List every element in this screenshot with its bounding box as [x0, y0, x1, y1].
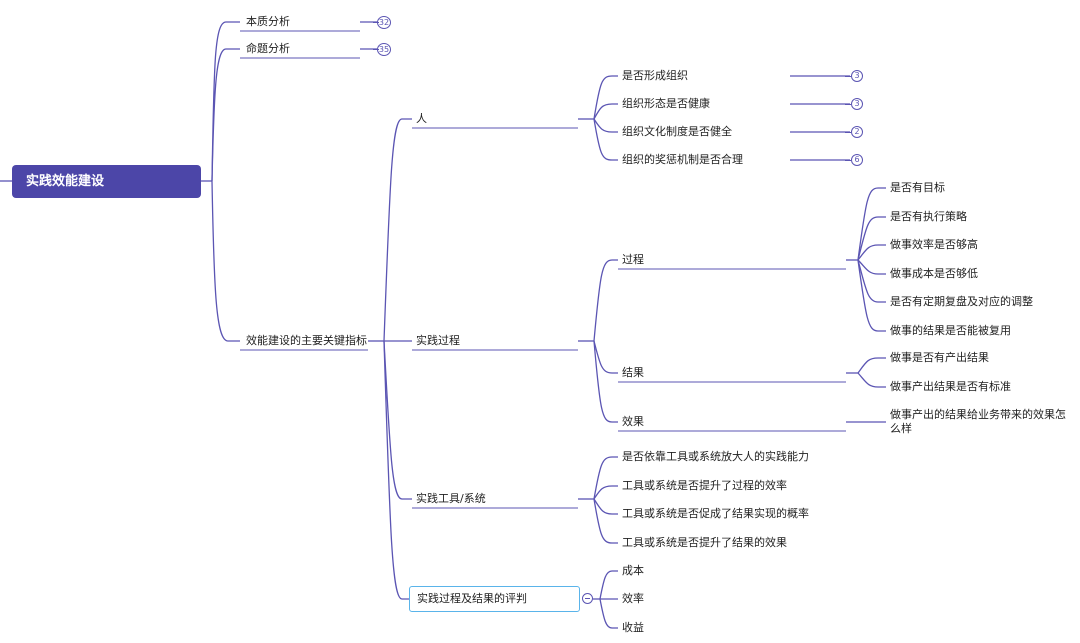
connector-n3-tools	[383, 340, 412, 500]
node-jieguo[interactable]: 结果	[622, 366, 644, 379]
node-ren-item[interactable]: 是否形成组织	[622, 69, 688, 82]
node-tools-item[interactable]: 工具或系统是否促成了结果实现的概率	[622, 507, 809, 520]
node-eval-item[interactable]: 成本	[622, 564, 644, 577]
node-guocheng-item[interactable]: 做事的结果是否能被复用	[890, 324, 1011, 337]
connector-process-guocheng	[593, 259, 618, 342]
node-eval-item[interactable]: 效率	[622, 592, 644, 605]
node-tools-item[interactable]: 是否依靠工具或系统放大人的实践能力	[622, 450, 809, 463]
collapsed-count-badge[interactable]: 3	[845, 70, 863, 82]
node-ren-item[interactable]: 组织形态是否健康	[622, 97, 710, 110]
node-key-indicators[interactable]: 效能建设的主要关键指标	[246, 334, 367, 347]
node-jieguo-item[interactable]: 做事产出结果是否有标准	[890, 380, 1011, 393]
node-practice-process[interactable]: 实践过程	[416, 334, 460, 347]
node-guocheng-item[interactable]: 做事成本是否够低	[890, 267, 978, 280]
node-ren-item[interactable]: 组织的奖惩机制是否合理	[622, 153, 743, 166]
collapsed-count-badge[interactable]: 32	[373, 16, 391, 29]
node-guocheng-item[interactable]: 做事效率是否够高	[890, 238, 978, 251]
node-evaluation-selected[interactable]: 实践过程及结果的评判	[409, 586, 580, 612]
node-jieguo-item[interactable]: 做事是否有产出结果	[890, 351, 989, 364]
node-tools[interactable]: 实践工具/系统	[416, 492, 486, 505]
root-node[interactable]: 实践效能建设	[12, 165, 201, 198]
connector-root-n2	[211, 48, 240, 182]
node-tools-item[interactable]: 工具或系统是否提升了结果的效果	[622, 536, 787, 549]
collapsed-count-badge[interactable]: 2	[845, 126, 863, 138]
collapsed-count-badge[interactable]: 6	[845, 154, 863, 166]
connector-root-n1	[211, 21, 240, 182]
node-mingti[interactable]: 命题分析	[246, 42, 290, 55]
node-ren-item[interactable]: 组织文化制度是否健全	[622, 125, 732, 138]
node-guocheng-item[interactable]: 是否有目标	[890, 181, 945, 194]
node-ren[interactable]: 人	[416, 112, 427, 125]
connector-process-jieguo	[593, 340, 618, 374]
collapsed-count-badge[interactable]: 3	[845, 98, 863, 110]
connector-ren-1	[593, 75, 618, 120]
node-xiaoguo-item[interactable]: 做事产出的结果给业务带来的效果怎么样	[890, 408, 1066, 435]
node-tools-item[interactable]: 工具或系统是否提升了过程的效率	[622, 479, 787, 492]
connector-n3-ren	[383, 118, 412, 342]
collapsed-count-badge[interactable]: 35	[373, 43, 391, 56]
connector-process-xiaoguo	[593, 340, 618, 423]
node-benzhi[interactable]: 本质分析	[246, 15, 290, 28]
node-eval-item[interactable]: 收益	[622, 621, 644, 634]
node-guocheng-item[interactable]: 是否有定期复盘及对应的调整	[890, 295, 1033, 308]
connector-ren-2	[593, 103, 618, 120]
connector-root-n3	[211, 180, 240, 342]
connector-ren-3	[593, 118, 618, 133]
node-guocheng[interactable]: 过程	[622, 253, 644, 266]
node-guocheng-item[interactable]: 是否有执行策略	[890, 210, 967, 223]
node-xiaoguo[interactable]: 效果	[622, 415, 644, 428]
connector-n3-eval	[383, 340, 409, 600]
collapse-toggle-icon[interactable]	[582, 593, 593, 604]
connector-ren-4	[593, 118, 618, 161]
